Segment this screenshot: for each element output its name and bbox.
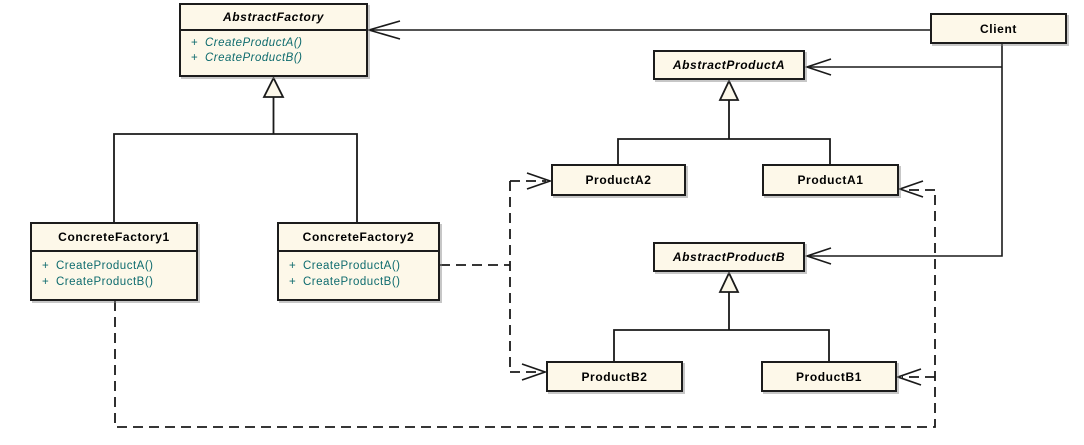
methods-compartment: + CreateProductA() + CreateProductB() <box>181 31 366 66</box>
inheritance-triangle-icon <box>718 270 740 293</box>
class-name-abstractproductb: AbstractProductB <box>672 250 786 264</box>
dependency-concretefactory2-arrowheads <box>521 172 553 381</box>
visibility-symbol: + <box>191 37 199 49</box>
inheritance-triangle-icon <box>262 75 285 98</box>
method-row: + CreateProductB() <box>32 274 196 290</box>
class-name-abstractfactory: AbstractFactory <box>181 5 366 31</box>
class-name-producta1: ProductA1 <box>797 173 864 187</box>
class-box-concretefactory1: ConcreteFactory1 + CreateProductA() + Cr… <box>30 222 198 301</box>
method-row: + CreateProductB() <box>279 274 438 290</box>
class-name-concretefactory1: ConcreteFactory1 <box>32 224 196 252</box>
method-label: CreateProductB() <box>56 276 154 288</box>
class-name-concretefactory2: ConcreteFactory2 <box>279 224 438 252</box>
class-box-abstractproducta: AbstractProductA <box>653 50 805 80</box>
class-box-abstractproductb: AbstractProductB <box>653 242 805 272</box>
methods-compartment: + CreateProductA() + CreateProductB() <box>279 252 438 290</box>
open-arrowhead-icon <box>526 172 553 190</box>
method-label: CreateProductA() <box>303 260 401 272</box>
generalization-products-b-to-abstractproductb <box>613 270 830 361</box>
class-name-producta2: ProductA2 <box>585 173 652 187</box>
class-box-client: Client <box>930 13 1067 44</box>
class-box-concretefactory2: ConcreteFactory2 + CreateProductA() + Cr… <box>277 222 440 301</box>
class-box-productb1: ProductB1 <box>761 361 897 392</box>
dependency-concretefactory1-arrowheads <box>895 180 924 386</box>
visibility-symbol: + <box>289 260 297 272</box>
class-box-producta2: ProductA2 <box>551 164 686 196</box>
visibility-symbol: + <box>289 276 297 288</box>
method-label: CreateProductA() <box>205 37 303 49</box>
method-label: CreateProductB() <box>205 52 303 64</box>
visibility-symbol: + <box>42 260 50 272</box>
class-name-productb1: ProductB1 <box>795 369 863 384</box>
method-label: CreateProductA() <box>56 260 154 272</box>
open-arrowhead-icon <box>897 180 924 198</box>
dependency-concretefactory2-to-products <box>440 180 546 373</box>
open-arrowhead-icon <box>521 363 548 381</box>
inheritance-triangle-icon <box>718 78 740 101</box>
open-arrowhead-icon <box>804 58 832 76</box>
method-label: CreateProductB() <box>303 276 401 288</box>
method-row: + CreateProductA() <box>279 258 438 274</box>
method-row: + CreateProductA() <box>181 36 366 51</box>
association-client-to-abstractfactory <box>366 20 930 40</box>
open-arrowhead-icon <box>895 368 922 386</box>
class-name-productb2: ProductB2 <box>581 369 648 384</box>
open-arrowhead-icon <box>366 20 401 40</box>
method-row: + CreateProductA() <box>32 258 196 274</box>
class-box-abstractfactory: AbstractFactory + CreateProductA() + Cre… <box>179 3 368 77</box>
class-box-producta1: ProductA1 <box>762 164 899 196</box>
association-client-to-abstractproducts <box>804 44 1003 265</box>
class-box-productb2: ProductB2 <box>546 361 683 392</box>
visibility-symbol: + <box>42 276 50 288</box>
class-name-client: Client <box>980 21 1017 36</box>
method-row: + CreateProductB() <box>181 51 366 66</box>
dependency-concretefactory1-to-products <box>114 189 936 428</box>
open-arrowhead-icon <box>804 247 832 265</box>
methods-compartment: + CreateProductA() + CreateProductB() <box>32 252 196 290</box>
generalization-products-a-to-abstractproducta <box>617 78 831 164</box>
generalization-concretefactories-to-abstractfactory <box>113 75 358 222</box>
visibility-symbol: + <box>191 52 199 64</box>
class-name-abstractproducta: AbstractProductA <box>672 58 786 72</box>
